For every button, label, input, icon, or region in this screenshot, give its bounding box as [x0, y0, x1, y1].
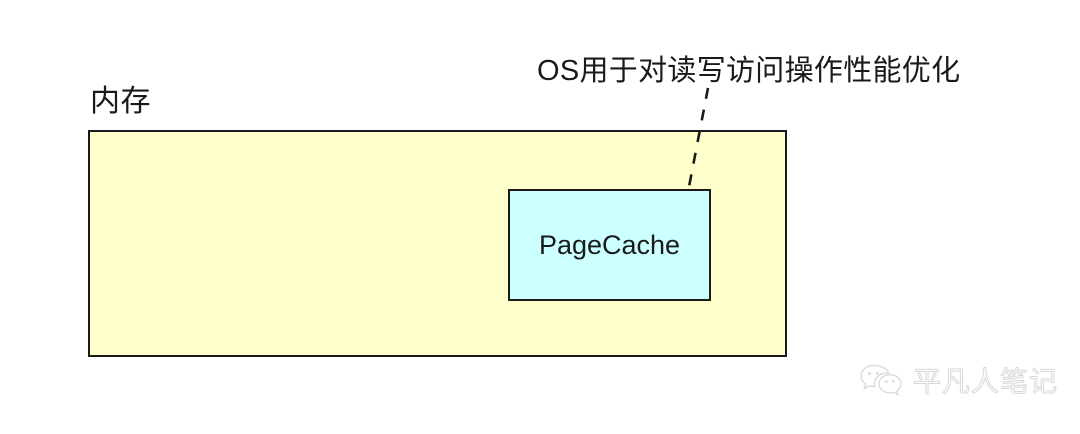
annotation-label: OS用于对读写访问操作性能优化: [537, 55, 961, 87]
pagecache-box: PageCache: [508, 189, 711, 301]
memory-box-label: 内存: [90, 85, 151, 118]
watermark: 平凡人笔记: [858, 362, 1058, 402]
watermark-text: 平凡人笔记: [912, 366, 1059, 398]
pagecache-box-label: PageCache: [538, 230, 681, 260]
wechat-logo-icon: [860, 364, 902, 396]
